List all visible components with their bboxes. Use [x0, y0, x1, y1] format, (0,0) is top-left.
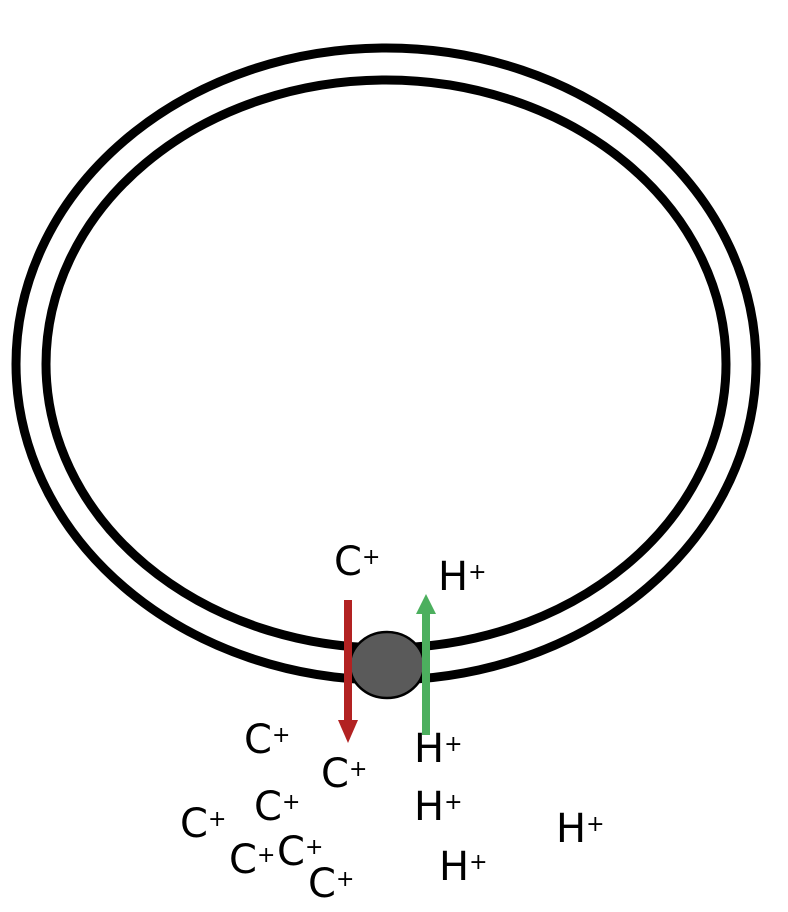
- c-ion-label: C+: [244, 717, 290, 763]
- ion-charge: +: [335, 867, 354, 892]
- c-ion-label: C+: [180, 801, 226, 847]
- h-ion-label: H+: [439, 844, 488, 890]
- c-ion-label: C+: [229, 837, 275, 883]
- ion-symbol: H: [438, 554, 468, 600]
- c-ion-label: C+: [277, 829, 323, 875]
- c-ion-arrow-icon: [338, 600, 358, 743]
- ion-charge: +: [304, 835, 323, 860]
- h-ion-label: H+: [414, 726, 463, 772]
- c-ion-label: C+: [334, 539, 380, 585]
- ion-symbol: C: [334, 539, 362, 585]
- ion-symbol: C: [321, 751, 349, 797]
- ion-charge: +: [281, 790, 300, 815]
- ion-charge: +: [361, 545, 380, 570]
- ion-symbol: C: [254, 784, 282, 830]
- ion-charge: +: [348, 757, 367, 782]
- h-ion-arrow-icon: [416, 594, 436, 735]
- h-ion-label: H+: [438, 554, 487, 600]
- ion-charge: +: [468, 560, 486, 585]
- ion-symbol: C: [277, 829, 305, 875]
- ion-symbol: H: [414, 784, 444, 830]
- ion-symbol: H: [439, 844, 469, 890]
- h-ion-label: H+: [414, 784, 463, 830]
- ion-charge: +: [444, 790, 462, 815]
- outer-membrane: [11, 43, 761, 685]
- transporter-protein: [348, 630, 426, 700]
- ion-symbol: H: [556, 806, 586, 852]
- c-ion-label: C+: [321, 751, 367, 797]
- ion-symbol: C: [244, 717, 272, 763]
- ion-charge: +: [469, 850, 487, 875]
- ion-charge: +: [271, 723, 290, 748]
- ion-charge: +: [207, 807, 226, 832]
- ion-symbol: H: [414, 726, 444, 772]
- ion-symbol: C: [180, 801, 208, 847]
- c-ion-label: C+: [254, 784, 300, 830]
- ion-charge: +: [444, 732, 462, 757]
- inner-membrane: [41, 75, 731, 653]
- ion-charge: +: [256, 843, 275, 868]
- ion-symbol: C: [308, 861, 336, 907]
- c-ion-label: C+: [308, 861, 354, 907]
- h-ion-label: H+: [556, 806, 605, 852]
- ion-charge: +: [586, 812, 604, 837]
- ion-symbol: C: [229, 837, 257, 883]
